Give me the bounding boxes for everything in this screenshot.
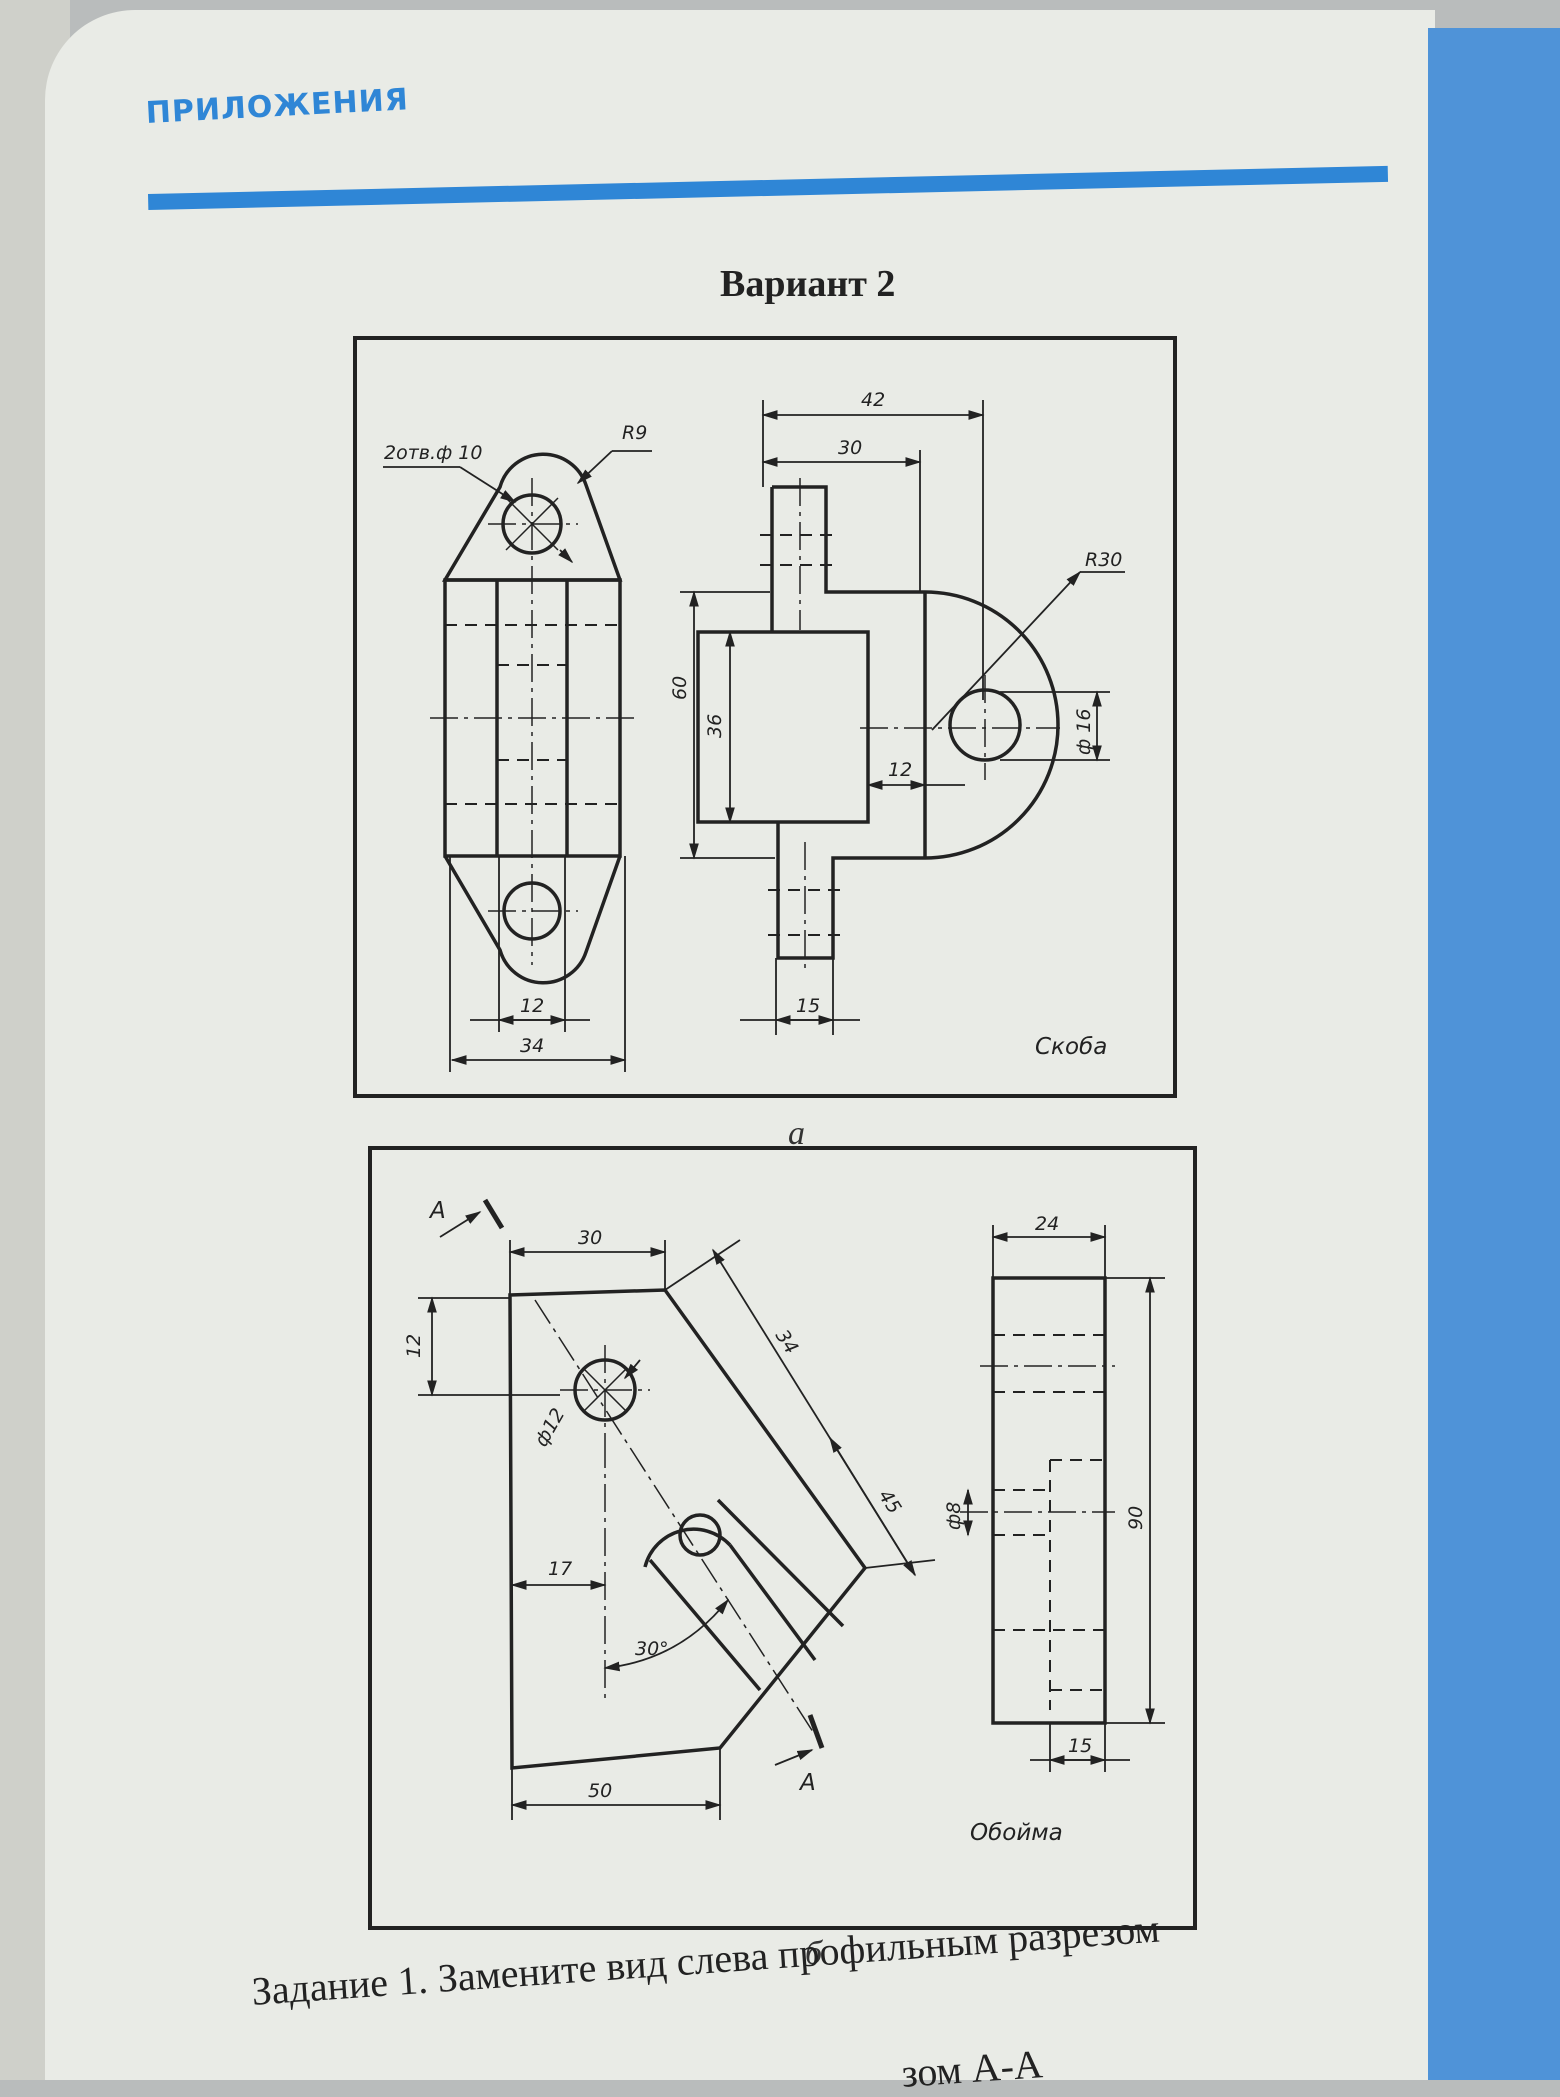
book-page <box>45 10 1435 2080</box>
dim-34-b: 34 <box>771 1326 803 1358</box>
part-name-b: Обойма <box>970 1820 1063 1846</box>
dim-30-b: 30 <box>578 1227 602 1249</box>
dim-phi8: ф8 <box>943 1502 965 1530</box>
dim-45-b: 45 <box>874 1486 906 1518</box>
caption-a: а <box>788 1115 805 1152</box>
variant-title: Вариант 2 <box>720 263 896 305</box>
dim-17: 17 <box>548 1558 572 1580</box>
holder-main-view <box>508 1288 868 1770</box>
dim-15: 15 <box>796 995 820 1017</box>
drawing-b-frame <box>368 1146 1197 1930</box>
dim-12-bottom: 12 <box>520 995 544 1017</box>
dim-42: 42 <box>861 389 885 411</box>
dim-holes: 2отв.ф 10 <box>384 442 482 464</box>
drawing-a: 2отв.ф 10 R9 42 30 R30 60 36 12 ф 16 12 … <box>353 336 1177 1098</box>
dim-60: 60 <box>669 676 691 700</box>
blue-margin-band <box>1428 28 1560 2080</box>
drawing-a-frame <box>353 336 1177 1098</box>
dim-12-mid: 12 <box>888 759 912 781</box>
dim-34: 34 <box>520 1035 544 1057</box>
holder-side-view <box>991 1276 1107 1725</box>
dim-30: 30 <box>838 437 862 459</box>
section-label-a-bottom: А <box>798 1770 816 1796</box>
dim-angle-30: 30° <box>635 1638 669 1660</box>
bracket-side-view <box>696 485 1060 960</box>
dim-r30: R30 <box>1085 549 1122 571</box>
dim-12-b: 12 <box>403 1334 425 1358</box>
section-label-a-top: А <box>428 1198 446 1224</box>
task-line-2: зом А-А <box>900 2041 1045 2096</box>
caption-b: б <box>805 1935 823 1972</box>
dim-phi16: ф 16 <box>1073 709 1095 755</box>
dim-r9: R9 <box>622 422 647 444</box>
part-name-a: Скоба <box>1035 1034 1107 1060</box>
dim-phi12: ф12 <box>530 1404 569 1450</box>
drawing-b: А А 30 12 34 ф12 45 17 30° 50 24 ф8 90 1… <box>368 1146 1197 1930</box>
dim-24: 24 <box>1035 1213 1059 1235</box>
dim-50: 50 <box>588 1780 612 1802</box>
dim-15-b: 15 <box>1068 1735 1092 1757</box>
dim-36: 36 <box>704 714 726 738</box>
dim-90: 90 <box>1125 1506 1147 1530</box>
